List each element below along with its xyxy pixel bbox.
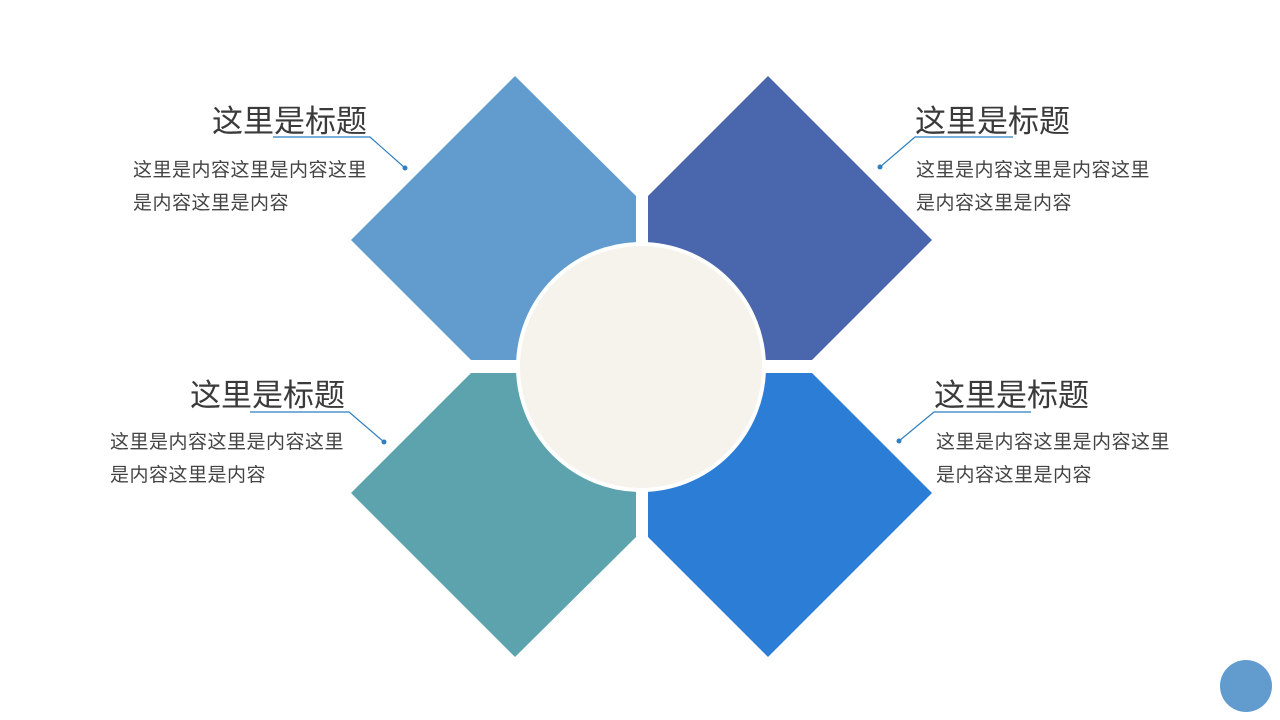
block-title-top-left: 这里是标题 bbox=[212, 104, 367, 140]
center-circle bbox=[516, 242, 766, 492]
block-title-bottom-right: 这里是标题 bbox=[934, 378, 1089, 414]
block-title-top-right: 这里是标题 bbox=[915, 104, 1070, 140]
block-body-bottom-right: 这里是内容这里是内容这里是内容这里是内容 bbox=[936, 431, 1171, 486]
block-body-bottom-left: 这里是内容这里是内容这里是内容这里是内容 bbox=[110, 431, 345, 486]
block-body-top-left: 这里是内容这里是内容这里是内容这里是内容 bbox=[133, 159, 368, 214]
connector-top-right bbox=[877, 136, 1013, 170]
corner-circle-decoration bbox=[1220, 660, 1272, 712]
block-body-top-right: 这里是内容这里是内容这里是内容这里是内容 bbox=[916, 159, 1151, 214]
block-title-bottom-left: 这里是标题 bbox=[190, 378, 345, 414]
connector-bottom-left bbox=[250, 411, 387, 445]
connector-bottom-right bbox=[896, 411, 1031, 444]
connector-top-left bbox=[273, 136, 408, 171]
